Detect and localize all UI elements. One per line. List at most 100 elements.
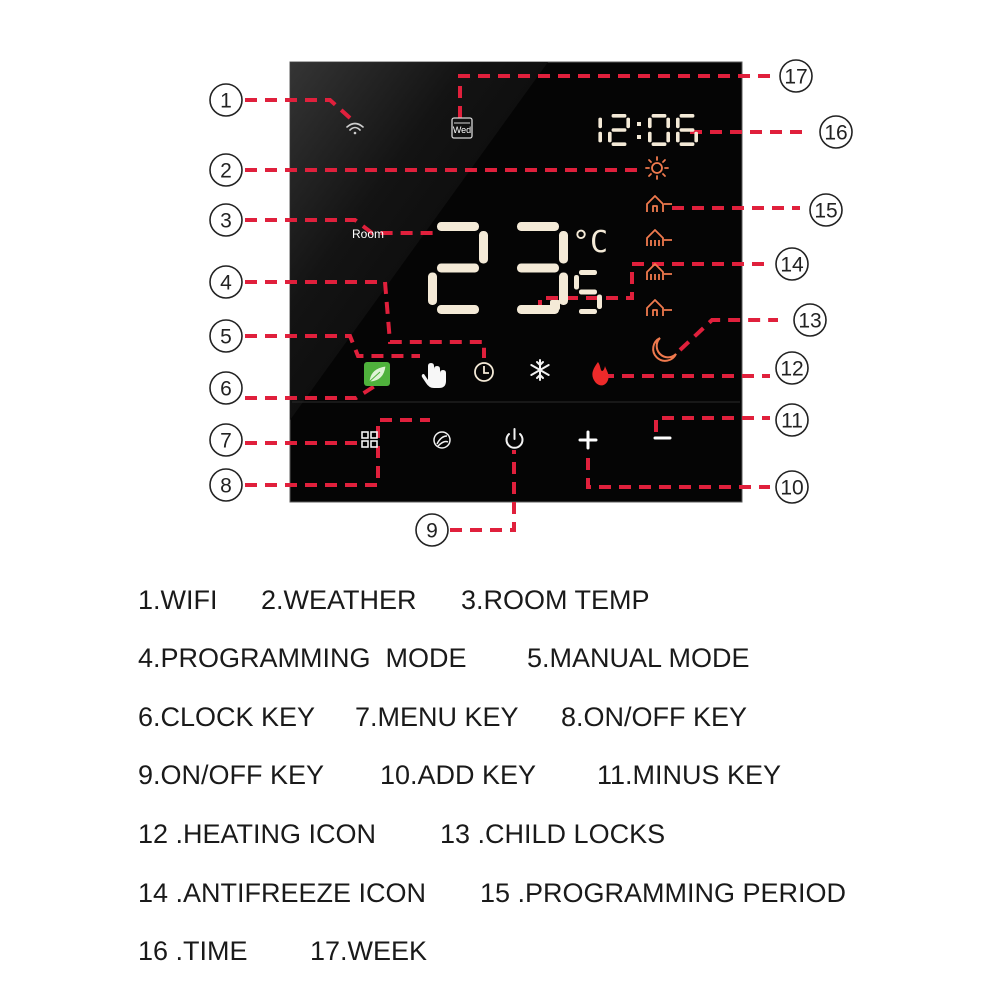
house-icon-4 [646,299,672,316]
programming-period-icon [646,195,672,316]
child-lock-moon-icon [652,337,677,362]
spiral-icon[interactable] [433,431,451,449]
callout-5: 5 [209,319,243,353]
snowflake-icon [530,359,550,381]
callout-line-8 [245,418,430,487]
callout-15: 15 [809,193,843,227]
segment-f [574,275,579,290]
segment-c [597,294,602,309]
callout-number: 5 [220,326,232,349]
segment-b [479,231,488,264]
temperature-display [428,222,602,314]
callout-line-9 [450,450,516,532]
segment-d [579,309,597,314]
callout-number: 2 [220,160,232,183]
callout-number: 6 [220,378,232,401]
segment-d [517,305,559,314]
segment-g [679,128,695,132]
legend-item: 17.WEEK [310,936,427,966]
legend-item: 16 .TIME [138,936,248,966]
temp-digit-1 [517,222,568,314]
week-label: Wed [453,125,471,135]
segment-a [651,114,667,118]
callout-number: 7 [220,430,232,453]
callout-circle [209,83,243,117]
callout-number: 12 [780,358,803,381]
leaf-icon [364,362,390,386]
callout-17: 17 [779,59,813,93]
callout-number: 15 [814,200,837,223]
segment-b [666,117,670,129]
panel-gloss [290,62,548,420]
callout-number: 13 [798,310,821,333]
callout-11: 11 [775,403,809,437]
callout-9: 9 [415,513,449,547]
house-icon-3 [646,263,672,280]
callout-circle [775,403,809,437]
callout-circle [775,351,809,385]
legend-item: 12 .HEATING ICON [138,819,376,849]
week-icon: Wed [451,117,473,139]
segment-d [651,142,667,146]
room-label: Room [352,227,384,241]
callout-6: 6 [209,371,243,405]
callout-circle [209,265,243,299]
time-digit-1 [608,114,630,146]
power-icon[interactable] [505,428,524,449]
callout-number: 9 [426,520,438,543]
callout-4: 4 [209,265,243,299]
callout-line-1 [245,98,352,120]
segment-e [676,131,680,143]
callout-12: 12 [775,351,809,385]
callout-line-3 [245,218,440,235]
segment-b [626,117,630,129]
temp-digit-0 [428,222,488,314]
time-digit-3 [648,114,670,146]
time-digit-4 [676,114,698,146]
legend-item: 7.MENU KEY [355,702,519,732]
callout-number: 8 [220,475,232,498]
house-icon-1 [646,195,672,212]
segment-g [437,263,479,273]
segment-c [694,131,698,143]
legend-item: 3.ROOM TEMP [461,585,650,615]
time-colon-top [637,122,641,126]
callout-3: 3 [209,203,243,237]
callout-number: 4 [220,272,232,295]
menu-grid-icon[interactable] [361,431,378,448]
segment-a [579,270,597,275]
callout-13: 13 [793,303,827,337]
segment-g [517,263,559,273]
temperature-unit: °C [572,225,608,260]
temp-decimal-point [550,300,560,310]
callout-7: 7 [209,423,243,457]
legend-item: 10.ADD KEY [380,760,536,790]
callout-circle [819,115,853,149]
callout-circle [793,303,827,337]
legend-item: 6.CLOCK KEY [138,702,315,732]
callout-number: 10 [780,477,803,500]
legend-item: 9.ON/OFF KEY [138,760,324,790]
callout-line-13 [678,318,778,352]
weather-sun-icon [645,156,669,180]
segment-f [648,117,652,129]
heating-flame-icon [592,362,609,386]
segment-c [559,272,568,305]
callout-line-11 [654,416,770,432]
callout-10: 10 [775,470,809,504]
time-colon-bottom [637,135,641,139]
segment-e [608,131,612,143]
callout-circle [209,468,243,502]
house-icon-2 [646,229,672,246]
segment-a [517,222,559,231]
callout-circle [209,319,243,353]
legend-item: 13 .CHILD LOCKS [440,819,665,849]
clock-icon [474,362,494,382]
plus-icon[interactable] [578,430,598,450]
legend-item: 2.WEATHER [261,585,417,615]
segment-e [428,272,437,305]
callout-line-4 [245,280,486,358]
legend-item: 5.MANUAL MODE [527,643,750,673]
callout-2: 2 [209,153,243,187]
